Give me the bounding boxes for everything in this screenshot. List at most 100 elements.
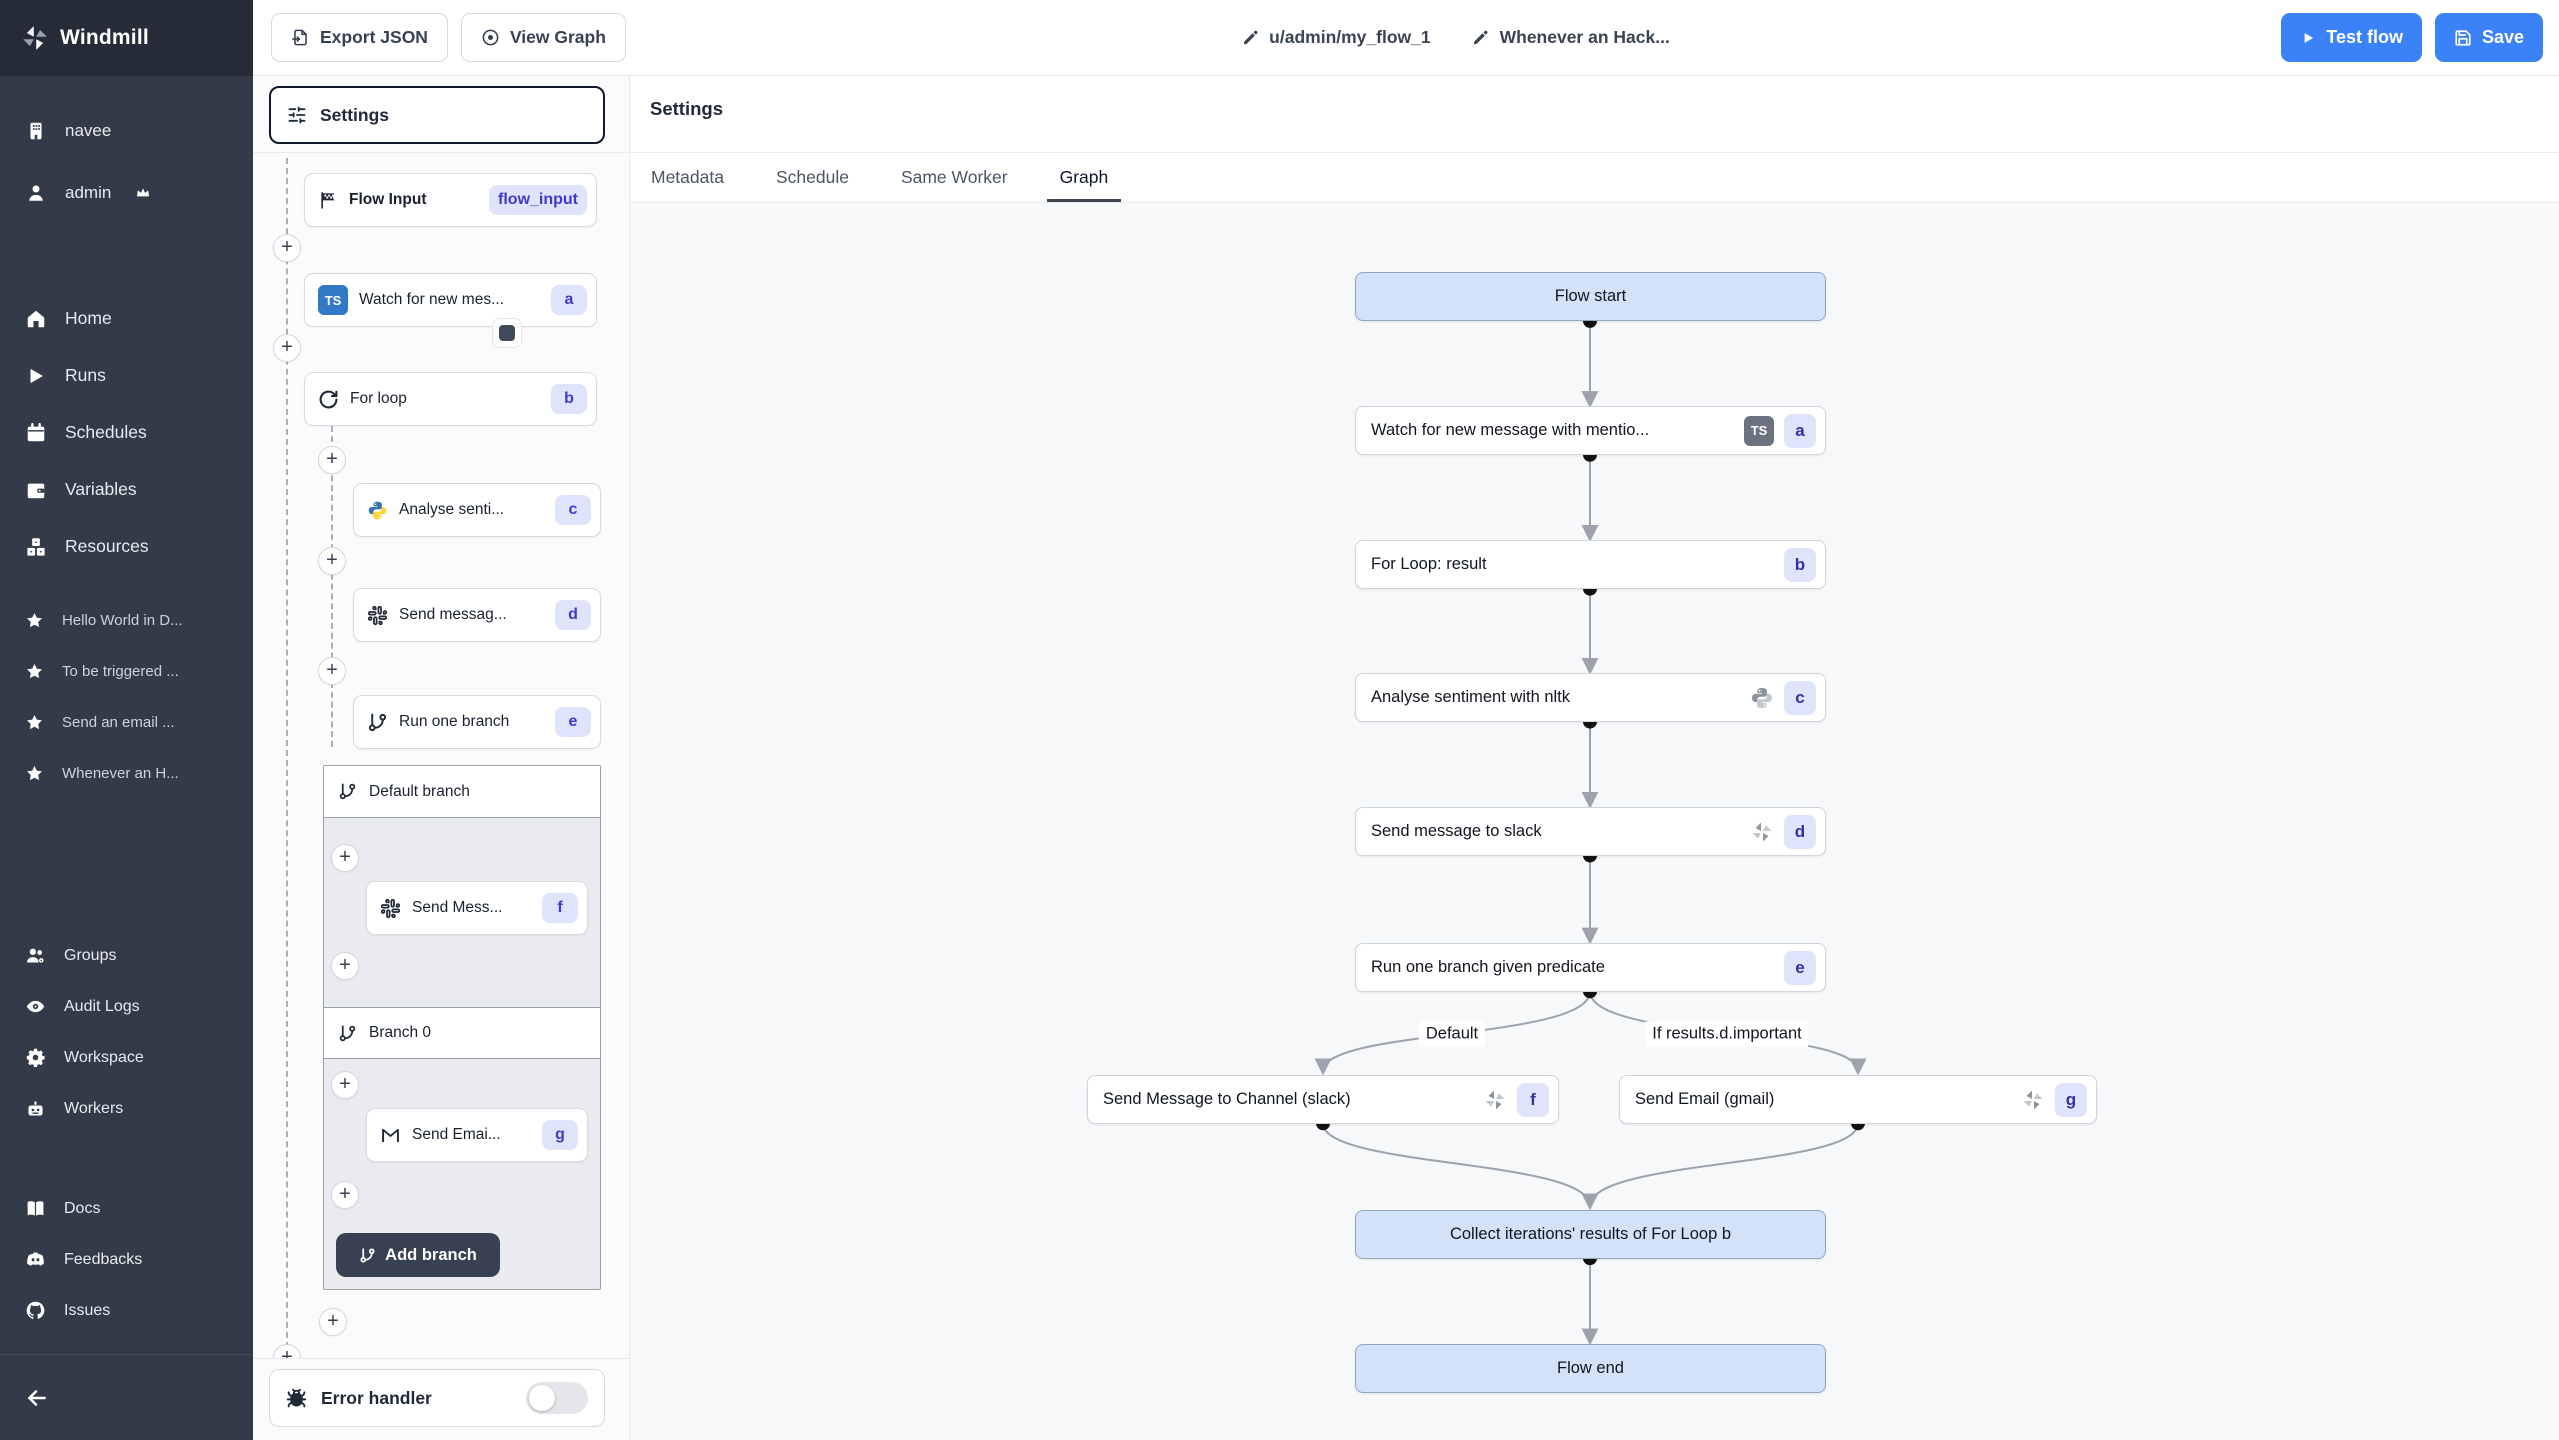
view-graph-button[interactable]: View Graph [460,13,626,62]
graph-node-send-slack[interactable]: Send message to slack d [1355,807,1826,856]
export-json-button[interactable]: Export JSON [271,13,448,62]
python-icon [368,501,387,519]
step-badge: a [551,285,587,315]
graph-node-run-branch[interactable]: Run one branch given predicate e [1355,943,1826,992]
sidebar-item-resources[interactable]: Resources [0,518,253,575]
step-drag-handle[interactable] [492,318,522,348]
sidebar-item-feedbacks[interactable]: Feedbacks [0,1234,253,1285]
nav-label: Workers [64,1099,124,1117]
step-node-watch[interactable]: TS Watch for new mes... a [304,273,597,327]
nav-label: Audit Logs [64,997,140,1015]
error-handler-toggle[interactable] [526,1382,588,1414]
sidebar-item-issues[interactable]: Issues [0,1285,253,1336]
panel-footer: Error handler [253,1358,629,1440]
sidebar-item-runs[interactable]: Runs [0,347,253,404]
sidebar-item-favorite-3[interactable]: Send an email ... [0,697,253,748]
graph-node-flow-end[interactable]: Flow end [1355,1344,1826,1393]
nav-label: Feedbacks [64,1250,143,1268]
add-step-button[interactable]: + [318,657,346,685]
graph-node-branch-g[interactable]: Send Email (gmail) g [1619,1075,2097,1124]
favorite-label: Whenever an H... [62,765,179,782]
add-step-button[interactable]: + [273,334,301,362]
test-flow-label: Test flow [2326,27,2403,47]
workspace-selector[interactable]: navee [0,100,253,162]
sidebar-item-workspace[interactable]: Workspace [0,1032,253,1083]
bug-icon [286,1388,307,1407]
step-node-send-mess-f[interactable]: Send Mess... f [366,881,588,935]
add-step-button[interactable]: + [318,547,346,575]
sliders-icon [288,106,306,124]
tab-schedule[interactable]: Schedule [775,167,849,187]
default-branch-header[interactable]: Default branch [324,766,600,818]
step-node-send-email-g[interactable]: Send Emai... g [366,1108,588,1162]
slack-icon [380,898,401,918]
sidebar-item-home[interactable]: Home [0,290,253,347]
step-badge: d [555,600,591,630]
graph-node-badge: f [1517,1082,1549,1117]
graph-node-label: Watch for new message with mentio... [1371,421,1650,439]
workspace-name: navee [65,121,112,140]
step-node-send-message[interactable]: Send messag... d [353,588,601,642]
step-node-for-loop[interactable]: For loop b [304,372,597,426]
add-step-button[interactable]: + [273,234,301,262]
nav-label: Runs [65,365,106,385]
graph-node-watch[interactable]: Watch for new message with mentio... TS … [1355,406,1826,455]
graph-node-branch-f[interactable]: Send Message to Channel (slack) f [1087,1075,1559,1124]
boxes-icon [27,537,45,556]
branch-0-header[interactable]: Branch 0 [324,1007,600,1059]
save-button[interactable]: Save [2434,13,2543,62]
home-icon [27,310,45,327]
test-flow-button[interactable]: Test flow [2281,13,2422,62]
add-step-button[interactable]: + [331,1181,359,1209]
flow-graph[interactable]: Default If results.d.important Flow star… [630,203,2559,1440]
step-node-analyse[interactable]: Analyse senti... c [353,483,601,537]
graph-node-label: Collect iterations' results of For Loop … [1449,1225,1732,1243]
add-step-button[interactable]: + [331,952,359,980]
tab-metadata[interactable]: Metadata [651,167,724,187]
breadcrumb: u/admin/my_flow_1 Whenever an Hack... [1242,27,1670,48]
sidebar-item-favorite-1[interactable]: Hello World in D... [0,595,253,646]
flow-settings-button[interactable]: Settings [269,86,605,144]
sidebar-item-variables[interactable]: Variables [0,461,253,518]
graph-node-flow-start[interactable]: Flow start [1355,272,1826,321]
robot-icon [28,1101,43,1116]
collapse-sidebar-button[interactable] [0,1354,253,1440]
sidebar-item-groups[interactable]: Groups [0,930,253,981]
view-graph-label: View Graph [509,27,606,47]
add-step-button[interactable]: + [319,1308,347,1336]
graph-node-label: Flow start [1554,287,1627,305]
add-step-button[interactable]: + [331,1071,359,1099]
graph-node-analyse[interactable]: Analyse sentiment with nltk c [1355,673,1826,722]
error-handler-row[interactable]: Error handler [269,1369,605,1427]
flow-name-edit[interactable]: Whenever an Hack... [1473,27,1670,48]
typescript-icon: TS [318,285,348,315]
pencil-icon [1474,30,1488,45]
main-content: Settings Metadata Schedule Same Worker G… [630,76,2559,1440]
add-step-button[interactable]: + [331,844,359,872]
branch-icon [368,713,387,731]
links-nav: Docs Feedbacks Issues [0,1183,253,1336]
arrow-left-icon [28,1389,46,1406]
tab-graph[interactable]: Graph [1046,153,1122,202]
sidebar-item-schedules[interactable]: Schedules [0,404,253,461]
file-output-icon [292,29,307,46]
sidebar-item-docs[interactable]: Docs [0,1183,253,1234]
slack-icon [367,605,388,625]
flow-path-edit[interactable]: u/admin/my_flow_1 [1242,27,1431,48]
flow-input-node[interactable]: Flow Input flow_input [304,173,597,227]
divider [630,202,2559,203]
sidebar-item-favorite-4[interactable]: Whenever an H... [0,748,253,799]
brand[interactable]: Windmill [0,0,253,76]
user-menu[interactable]: admin [0,162,253,224]
sidebar-item-workers[interactable]: Workers [0,1083,253,1134]
add-branch-button[interactable]: Add branch [336,1233,500,1277]
graph-node-collect[interactable]: Collect iterations' results of For Loop … [1355,1210,1826,1259]
graph-node-for-loop[interactable]: For Loop: result b [1355,540,1826,589]
add-step-button[interactable]: + [318,446,346,474]
sidebar-item-favorite-2[interactable]: To be triggered ... [0,646,253,697]
sidebar-item-audit-logs[interactable]: Audit Logs [0,981,253,1032]
topbar: Export JSON View Graph u/admin/my_flow_1 [253,0,2559,76]
tab-same-worker[interactable]: Same Worker [900,167,1008,187]
step-node-run-branch[interactable]: Run one branch e [353,695,601,749]
